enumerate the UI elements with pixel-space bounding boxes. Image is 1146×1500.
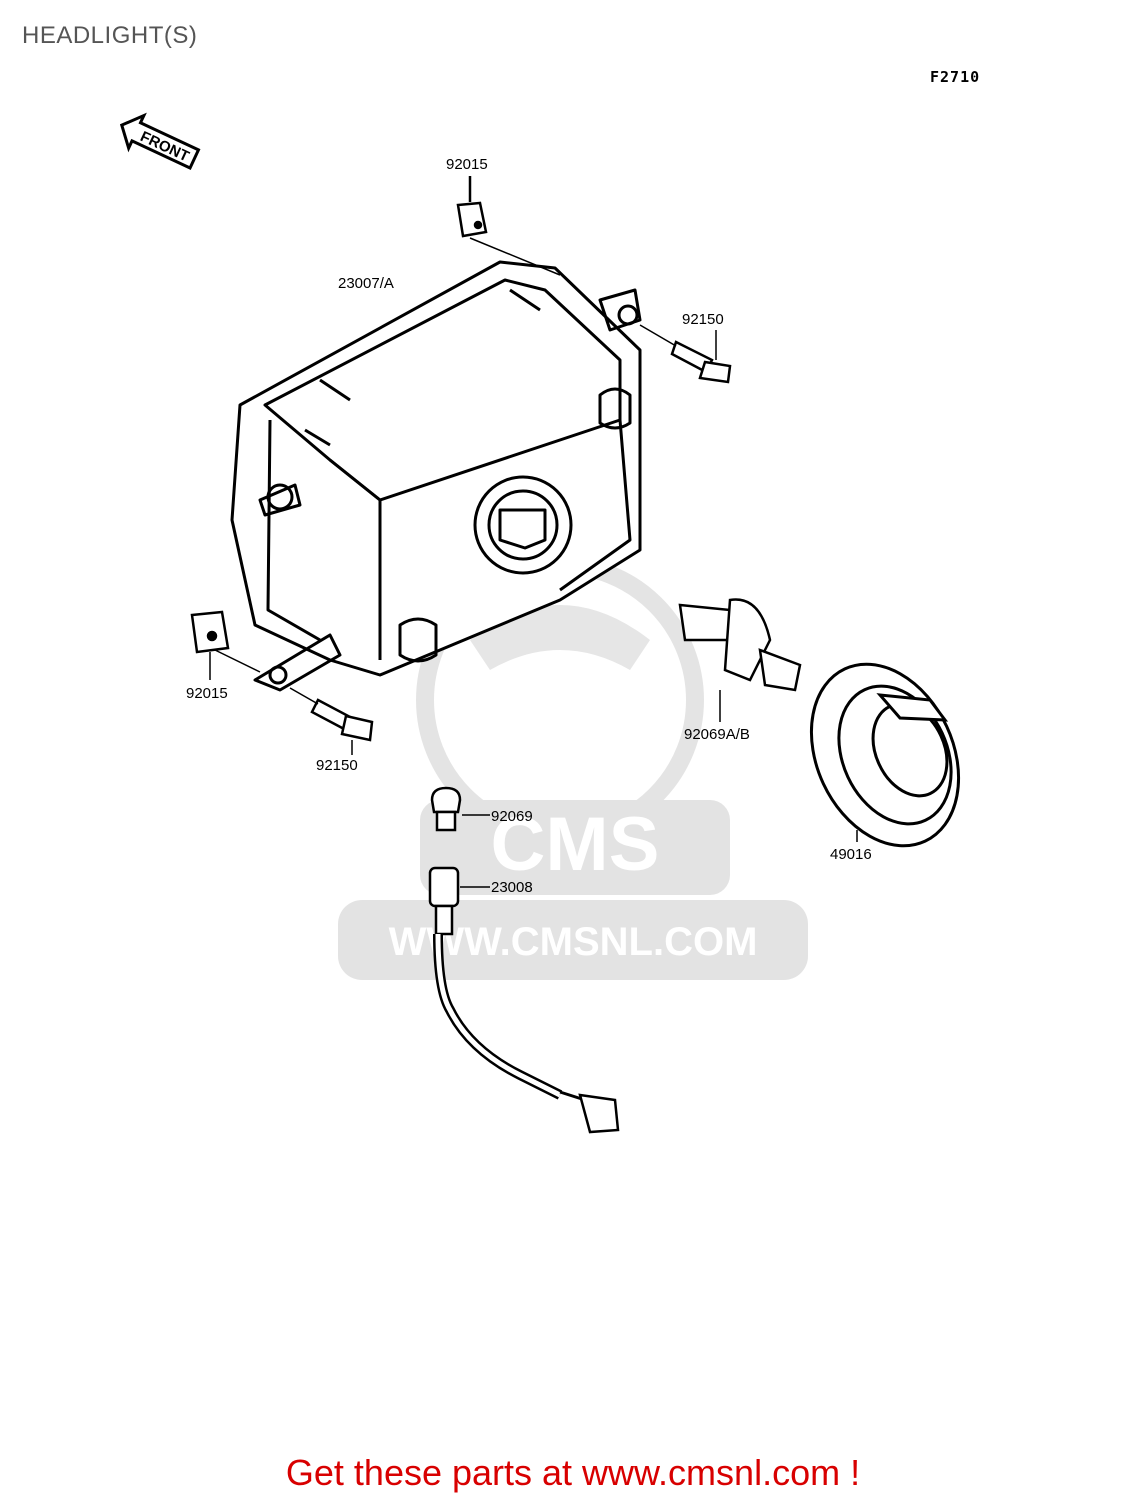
- part-label-bolt-lower[interactable]: 92150: [316, 757, 358, 774]
- bolt-upper-drawing: [639, 324, 732, 384]
- part-label-cover[interactable]: 49016: [830, 846, 872, 863]
- part-label-bolt-upper[interactable]: 92150: [682, 311, 724, 328]
- part-label-clip-top[interactable]: 92015: [446, 156, 488, 173]
- part-label-clip-lower[interactable]: 92015: [186, 685, 228, 702]
- cover-drawing: [809, 662, 961, 848]
- front-arrow: FRONT: [119, 112, 201, 170]
- footer-link[interactable]: Get these parts at www.cmsnl.com !: [285, 1452, 861, 1493]
- part-label-bulb-main[interactable]: 92069A/B: [684, 726, 750, 743]
- page-title: HEADLIGHT(S): [22, 22, 198, 49]
- bolt-lower-drawing: [289, 687, 374, 755]
- part-label-headlight-unit[interactable]: 23007/A: [338, 275, 394, 292]
- figure-code: F2710: [930, 68, 981, 86]
- clip-lower-drawing: [190, 610, 261, 680]
- watermark-brand: CMS: [491, 802, 660, 887]
- headlight-unit-drawing: [230, 237, 642, 692]
- part-label-socket[interactable]: 23008: [491, 879, 533, 896]
- part-label-bulb-small[interactable]: 92069: [491, 808, 533, 825]
- bulb-main-drawing: [678, 598, 802, 722]
- cms-watermark: CMS WWW.CMSNL.COM: [338, 556, 808, 980]
- clip-top-drawing: [456, 176, 488, 238]
- socket-wire-drawing: [428, 866, 620, 1134]
- bulb-small-drawing: [430, 786, 490, 832]
